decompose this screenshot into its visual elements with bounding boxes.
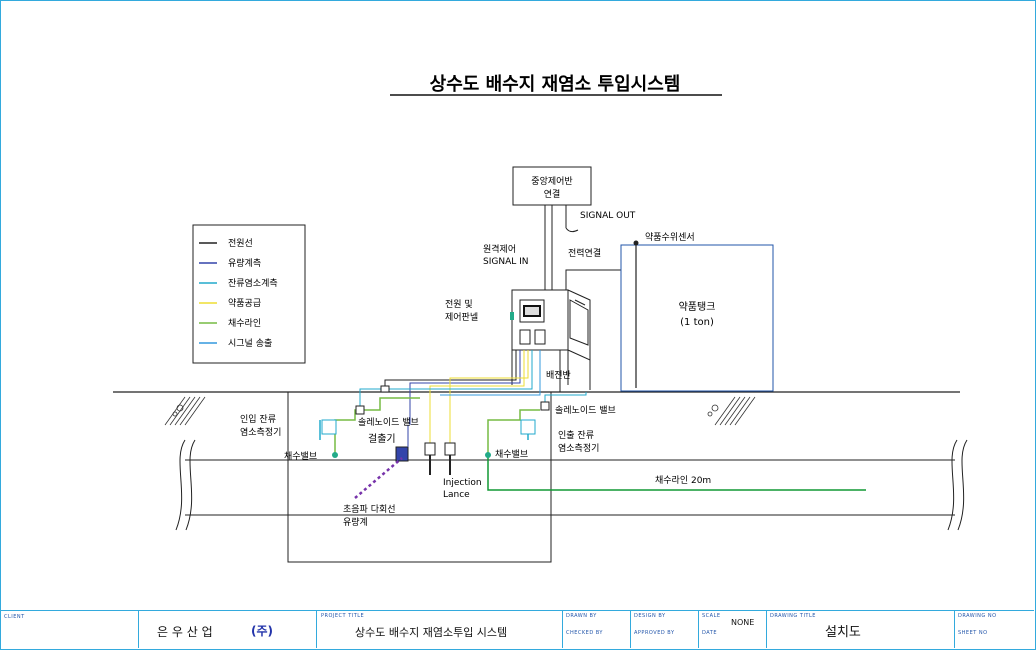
solenoid-left-label: 솔레노이드 밸브 — [358, 417, 419, 428]
injection-label: Injection — [443, 478, 482, 488]
injection-lances — [424, 442, 456, 475]
legend-label: 시그널 송출 — [228, 338, 272, 349]
sampling-line-label: 채수라인 20m — [655, 475, 711, 486]
inlet-meter-label-2: 염소측정기 — [240, 427, 281, 438]
diagram-title: 상수도 배수지 재염소 투입시스템 — [430, 73, 681, 95]
sampling-valve-left-label: 채수밸브 — [284, 451, 317, 462]
client-tag: CLIENT — [4, 614, 25, 620]
solenoid-right-label: 솔레노이드 밸브 — [555, 405, 616, 416]
power-panel-label-2: 제어판넬 — [445, 311, 478, 323]
level-sensor-label: 약품수위센서 — [645, 231, 695, 243]
legend-label: 전원선 — [228, 238, 253, 249]
ground-symbol-right — [707, 396, 756, 426]
sampling-valve-right-label: 채수밸브 — [495, 449, 528, 460]
central-control-label-1: 중앙제어반 — [531, 175, 572, 187]
water-pipe — [175, 439, 968, 531]
drawn-tag: DRAWN BY — [566, 613, 597, 619]
sampling-valve-right-icon — [485, 452, 491, 458]
drawing-title: 설치도 — [825, 625, 861, 640]
mixer-label: 걸출기 — [368, 432, 396, 445]
flowmeter-label-1: 초음파 다회선 — [343, 504, 396, 515]
underground-pit — [287, 391, 552, 563]
design-tag: DESIGN BY — [634, 613, 666, 619]
company-suffix: (주) — [251, 624, 274, 638]
project-tag: PROJECT TITLE — [321, 613, 365, 619]
outlet-chlorine-meter — [520, 419, 536, 435]
mixer-icon — [395, 446, 409, 462]
flowmeter-label-2: 유량계 — [343, 516, 368, 528]
central-control-box — [512, 166, 592, 206]
company-cell: 은 우 산 업 (주) — [138, 610, 316, 648]
approved-tag: APPROVED BY — [634, 630, 675, 636]
scale-cell: SCALE NONE DATE — [698, 610, 766, 648]
scale-value: NONE — [731, 618, 755, 627]
chemical-tank-capacity: (1 ton) — [680, 317, 714, 328]
design-cell: DESIGN BY APPROVED BY — [630, 610, 698, 648]
sampling-valve-left-icon — [332, 452, 338, 458]
signal-out-leader-curve — [565, 227, 579, 233]
legend-box — [192, 224, 306, 364]
project-cell: PROJECT TITLE 상수도 배수지 재염소투입 시스템 — [316, 610, 562, 648]
signal-in-label: SIGNAL IN — [483, 257, 529, 267]
legend-label: 약품공급 — [228, 297, 261, 309]
drawn-cell: DRAWN BY CHECKED BY — [562, 610, 630, 648]
ground-symbol-left — [164, 396, 206, 426]
legend-label: 유량계측 — [228, 257, 261, 269]
drawing-no-tag: DRAWING NO — [958, 613, 997, 619]
signal-out-label: SIGNAL OUT — [580, 211, 636, 221]
central-control-label-2: 연결 — [544, 189, 561, 200]
date-tag: DATE — [702, 630, 718, 636]
number-cell: DRAWING NO SHEET NO — [954, 610, 1034, 648]
project-name: 상수도 배수지 재염소투입 시스템 — [355, 626, 508, 639]
chemical-tank-label: 약품탱크 — [679, 301, 716, 313]
sheet-no-tag: SHEET NO — [958, 630, 988, 636]
legend-label: 채수라인 — [228, 318, 261, 329]
drawing-cell: DRAWING TITLE 설치도 — [766, 610, 954, 648]
company-name: 은 우 산 업 — [157, 625, 213, 639]
outlet-meter-label-2: 염소측정기 — [558, 443, 599, 454]
inlet-chlorine-meter — [321, 419, 337, 435]
power-panel-label-1: 전원 및 — [445, 298, 473, 310]
level-sensor-icon — [633, 240, 639, 246]
ultrasonic-flowmeter-icon — [354, 457, 403, 499]
chemical-tank — [620, 244, 774, 392]
control-panel — [510, 289, 591, 390]
lance-label: Lance — [443, 490, 470, 500]
solenoid-valve-left-icon — [355, 405, 365, 415]
remote-control-label: 원격제어 — [483, 243, 516, 255]
power-connection-label: 전력연결 — [568, 247, 601, 259]
checked-tag: CHECKED BY — [566, 630, 603, 636]
distribution-label: 배전반 — [546, 370, 571, 381]
junction-box-icon — [380, 385, 390, 393]
scale-tag: SCALE — [702, 613, 721, 619]
title-block: CLIENT — [0, 610, 1034, 649]
drawing-tag: DRAWING TITLE — [770, 613, 816, 619]
inlet-meter-label-1: 인입 잔류 — [240, 413, 276, 425]
legend-label: 잔류염소계측 — [228, 277, 278, 289]
outlet-meter-label-1: 인출 잔류 — [558, 430, 594, 441]
solenoid-valve-right-icon — [540, 401, 550, 411]
